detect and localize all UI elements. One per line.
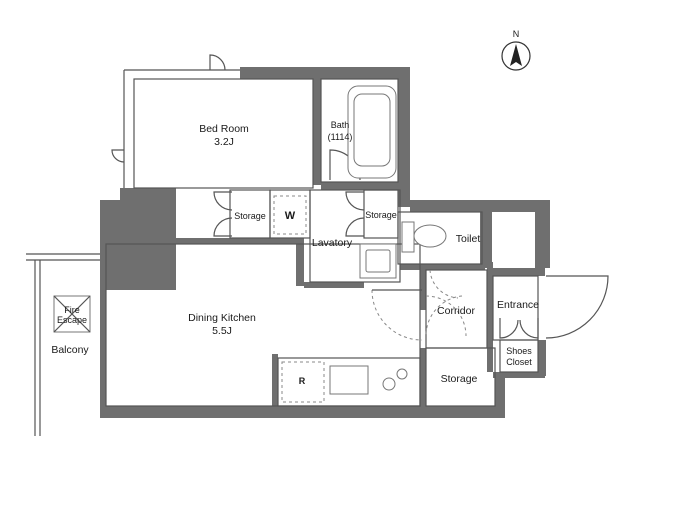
room-labels: Bed Room 3.2J Bath (1114) Storage W Stor… [51,120,539,386]
doors [111,54,609,341]
room-outlines [26,69,539,436]
fridge-label: R [299,376,306,386]
toilet-label: Toilet [456,233,481,245]
toilet-bowl-icon [413,224,447,248]
fire-escape-line1: Fire [64,305,80,315]
entrance-label: Entrance [497,299,539,311]
kitchen-sink-icon [329,365,369,395]
toilet-tank-icon [401,221,415,253]
stove-burner-icon [396,368,408,380]
storage-left-label: Storage [234,211,266,221]
fixtures [53,85,447,403]
shoes-closet-line2: Closet [506,357,532,367]
walls [100,67,550,418]
fire-escape-line2: Escape [57,315,87,325]
stove-burner-icon [382,377,396,391]
washer-icon [273,195,307,235]
shoes-closet-line1: Shoes [506,346,532,356]
dining-kitchen-size: 5.5J [212,325,232,337]
storage-mid-label: Storage [365,210,397,220]
corridor-label: Corridor [437,305,475,317]
storage-bottom-label: Storage [441,373,478,385]
dining-kitchen-name: Dining Kitchen [188,312,256,324]
lavatory-label: Lavatory [312,237,353,249]
north-compass-icon: N [501,29,531,71]
compass-letter: N [513,29,520,39]
fridge-icon [281,361,325,403]
washer-label: W [285,210,296,222]
bedroom-name: Bed Room [199,123,249,135]
bath-size: (1114) [328,132,353,142]
bath-name: Bath [331,120,350,130]
balcony-label: Balcony [51,344,89,356]
bedroom-size: 3.2J [214,136,234,148]
